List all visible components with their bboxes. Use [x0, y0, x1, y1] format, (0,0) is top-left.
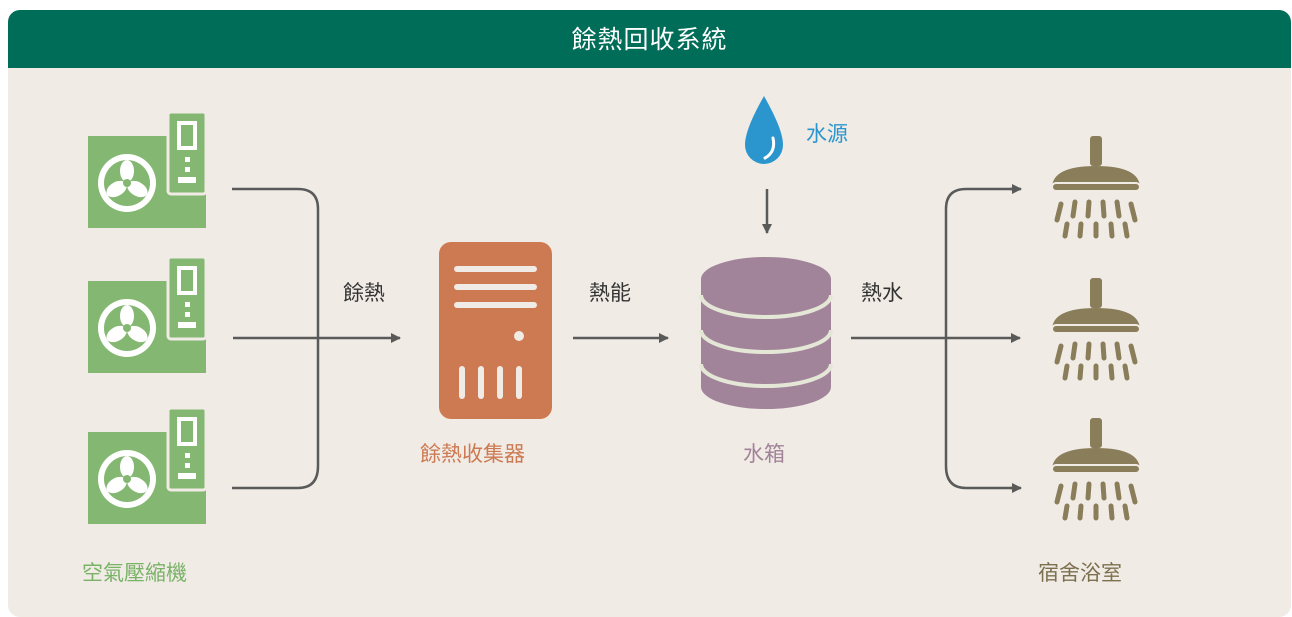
server-icon — [439, 242, 552, 419]
diagram-title: 餘熱回收系統 — [8, 10, 1291, 68]
waste-heat-connector — [232, 187, 401, 490]
water-drop-icon — [745, 96, 783, 164]
node-label-bathroom: 宿舍浴室 — [1038, 561, 1122, 585]
air-compressor-icon — [86, 110, 208, 230]
node-label-compressor: 空氣壓縮機 — [82, 561, 187, 585]
air-compressor-icon — [86, 255, 208, 375]
node-label-water-source: 水源 — [806, 122, 848, 146]
shower-head-icon — [1052, 418, 1140, 518]
edge-label-waste-heat: 餘熱 — [343, 281, 385, 305]
shower-head-icon — [1052, 278, 1140, 378]
node-label-tank: 水箱 — [743, 442, 785, 466]
air-compressor-icon — [86, 406, 208, 526]
database-tank-icon — [699, 257, 833, 409]
shower-head-icon — [1052, 136, 1140, 236]
edge-label-heat-energy: 熱能 — [589, 281, 631, 305]
edge-label-hot-water: 熱水 — [861, 281, 903, 305]
node-label-collector: 餘熱收集器 — [420, 442, 525, 466]
hot-water-distribution — [851, 184, 1022, 493]
